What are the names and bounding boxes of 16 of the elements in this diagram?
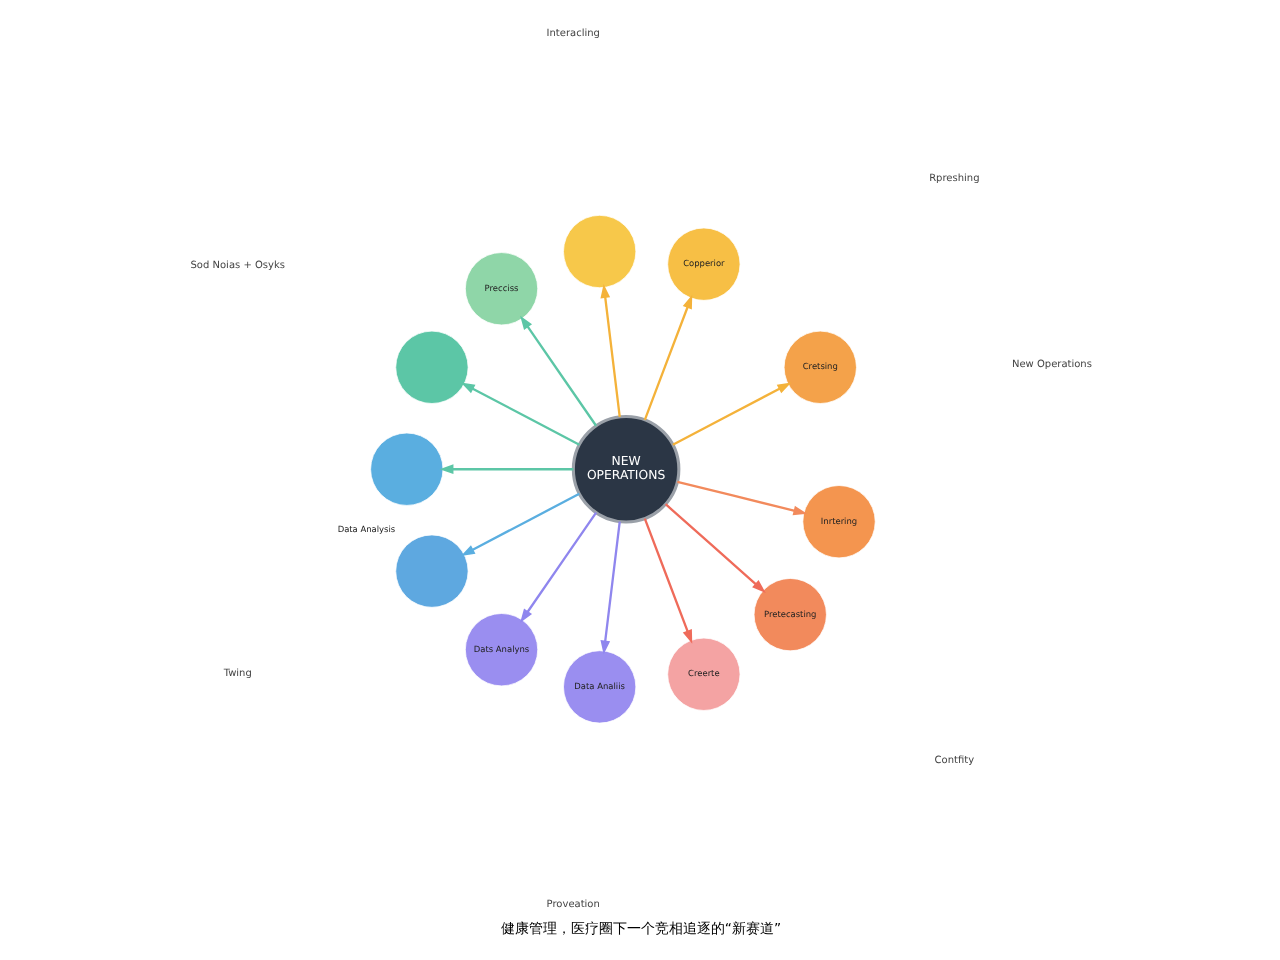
- node-circle: [562, 214, 636, 289]
- arrow: [642, 294, 692, 421]
- arrow: [519, 512, 597, 623]
- arrow: [599, 284, 620, 417]
- arrow: [438, 464, 573, 475]
- arrow: [671, 382, 791, 446]
- arrow: [459, 492, 579, 556]
- arrow: [459, 382, 579, 446]
- arrow: [663, 503, 765, 593]
- node-circle: [369, 432, 443, 506]
- arrow: [599, 521, 620, 655]
- node-circle: [394, 534, 468, 608]
- arrow: [676, 480, 807, 516]
- arrow: [519, 315, 597, 427]
- arrow: [642, 518, 692, 644]
- node-circle: [394, 330, 468, 404]
